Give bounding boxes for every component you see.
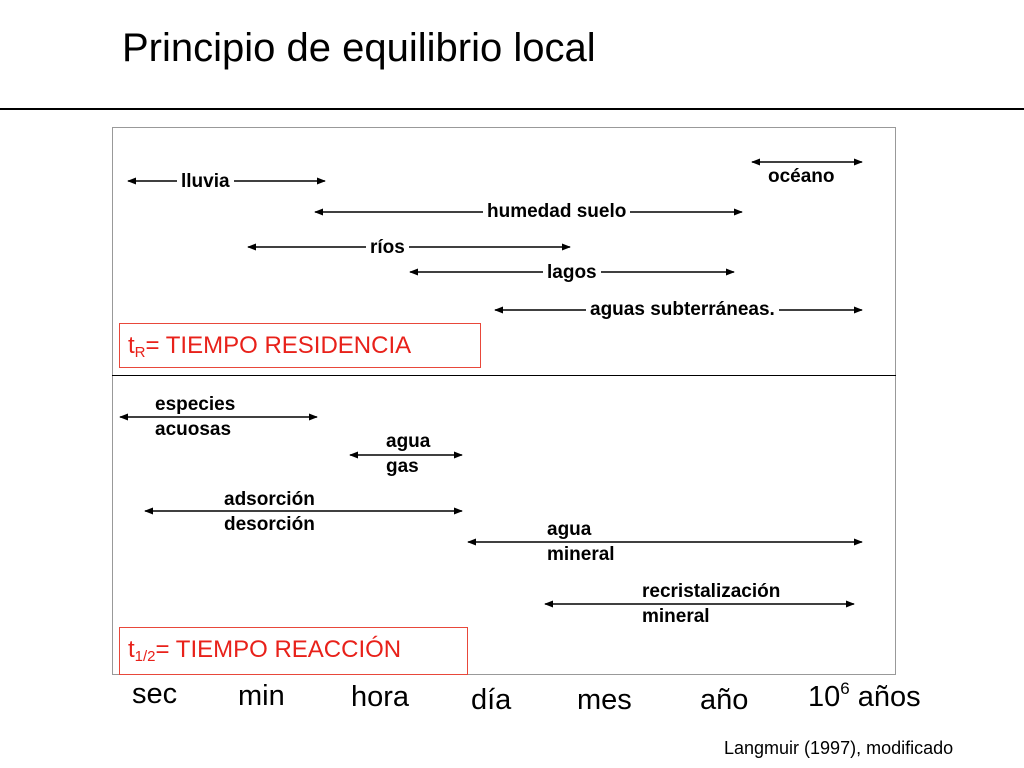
label-line: mineral — [547, 544, 615, 565]
label-adsorcion-desorcion: adsorción desorción — [224, 487, 315, 537]
label-aguas-subterraneas: aguas subterráneas. — [586, 298, 779, 322]
label-agua-mineral: agua mineral — [547, 517, 615, 567]
label-line: recristalización — [642, 581, 781, 602]
label-humedad-suelo: humedad suelo — [483, 200, 631, 224]
tick-exponent: 6 — [840, 679, 850, 698]
label-recristalizacion-mineral: recristalización mineral — [642, 579, 780, 629]
tick-mes: mes — [577, 684, 632, 716]
label-line: especies — [155, 394, 236, 415]
tick-hora: hora — [351, 681, 410, 713]
label-oceano: océano — [768, 166, 835, 187]
title-underline — [0, 108, 1024, 110]
reaction-symbol: t — [128, 636, 135, 663]
reaction-text: = TIEMPO REACCIÓN — [155, 636, 402, 663]
tick-base: 10 — [808, 681, 841, 713]
source-citation: Langmuir (1997), modificado — [724, 738, 954, 758]
tick-sec: sec — [132, 678, 178, 710]
label-rios: ríos — [366, 236, 409, 260]
tick-ano: año — [700, 684, 749, 716]
label-line: mineral — [642, 606, 710, 627]
residence-text: = TIEMPO RESIDENCIA — [145, 332, 412, 359]
section-divider — [112, 375, 896, 376]
tick-suffix: años — [849, 681, 921, 713]
label-line: acuosas — [155, 419, 232, 440]
residence-time-box: tR= TIEMPO RESIDENCIA — [119, 323, 481, 368]
reaction-subscript: 1/2 — [134, 648, 156, 665]
page-title: Principio de equilibrio local — [122, 26, 596, 70]
residence-subscript: R — [134, 344, 146, 361]
label-line: adsorción — [224, 489, 315, 510]
residence-symbol: t — [128, 332, 135, 359]
label-line: desorción — [224, 514, 315, 535]
label-line: agua — [547, 519, 592, 540]
label-line: agua — [386, 431, 431, 452]
label-lagos: lagos — [543, 261, 601, 285]
diagram-panel — [112, 127, 896, 675]
reaction-time-box: t1/2= TIEMPO REACCIÓN — [119, 627, 468, 675]
label-agua-gas: agua gas — [386, 429, 430, 479]
tick-min: min — [238, 680, 285, 712]
label-line: gas — [386, 456, 419, 477]
tick-dia: día — [471, 684, 512, 716]
tick-million-years: 106 años — [808, 679, 921, 713]
label-lluvia: lluvia — [177, 170, 234, 194]
label-especies-acuosas: especies acuosas — [155, 392, 235, 442]
